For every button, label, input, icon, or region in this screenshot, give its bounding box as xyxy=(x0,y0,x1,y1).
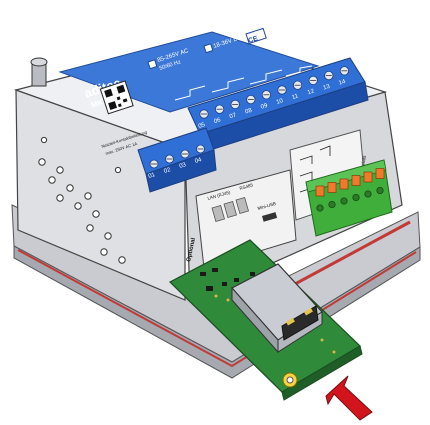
terminal-number: 10 xyxy=(276,98,285,106)
wiring-diagram xyxy=(174,65,313,101)
connector-window xyxy=(195,169,297,269)
terminal-screw: 11 xyxy=(291,80,303,101)
terminal-number: 07 xyxy=(229,112,238,120)
terminal-lever xyxy=(375,168,385,195)
optional-label: Optional xyxy=(186,237,197,262)
supply-checkbox xyxy=(147,59,158,70)
mini-usb-port xyxy=(262,212,278,222)
ce-mark: CE xyxy=(245,27,267,45)
terminal-screw: 02 xyxy=(163,154,174,175)
terminal-lever xyxy=(339,178,349,205)
terminal-number: 06 xyxy=(213,117,222,125)
terminal-number: 04 xyxy=(194,157,203,165)
terminal-number: 09 xyxy=(260,103,269,111)
terminal-screw: 09 xyxy=(260,90,271,111)
terminal-screw: 14 xyxy=(338,66,349,87)
terminal-number: 08 xyxy=(245,108,254,116)
terminal-screw: 05 xyxy=(198,109,209,130)
terminal-screw: 10 xyxy=(276,85,287,106)
terminal-number: 14 xyxy=(338,79,347,87)
insert-arrow-icon xyxy=(325,375,373,421)
lan-label: LAN (RJ45) xyxy=(207,190,231,201)
ground-screw xyxy=(30,57,48,87)
terminal-screw: 12 xyxy=(307,75,318,96)
terminal-number: 12 xyxy=(307,88,316,96)
terminal-screw: 07 xyxy=(229,99,240,120)
terminal-lever xyxy=(315,185,325,212)
terminal-number: 03 xyxy=(179,162,188,170)
terminal-lever xyxy=(363,171,373,198)
terminal-screws-left: 01 02 03 04 xyxy=(148,144,205,180)
terminal-number: 02 xyxy=(163,167,172,175)
terminal-lever xyxy=(327,182,337,209)
rs485-label: RS485 xyxy=(239,182,254,191)
mini-usb-label: Mini-USB xyxy=(257,201,277,211)
terminal-screw: 13 xyxy=(323,71,334,92)
terminal-lever xyxy=(351,175,361,202)
terminal-screw: 03 xyxy=(179,149,190,170)
vent-holes xyxy=(38,136,126,264)
alt-supply-checkbox xyxy=(203,43,214,54)
qr-code xyxy=(99,80,134,115)
terminal-screw: 06 xyxy=(213,104,225,125)
dip-switches xyxy=(211,197,250,222)
terminal-screws-top: 05 06 07 08 09 10 11 12 13 14 xyxy=(198,66,349,130)
terminal-screw: 01 xyxy=(148,159,159,180)
terminal-screws-green xyxy=(315,168,385,212)
rj45-jack xyxy=(231,263,323,354)
terminal-number: 11 xyxy=(291,93,299,101)
terminal-number: 01 xyxy=(148,172,157,180)
terminal-screw: 08 xyxy=(245,95,256,116)
terminal-number: 13 xyxy=(323,84,332,92)
terminal-number: 05 xyxy=(198,122,207,130)
terminal-screw: 04 xyxy=(194,144,205,165)
svg-text:CE: CE xyxy=(247,35,259,45)
